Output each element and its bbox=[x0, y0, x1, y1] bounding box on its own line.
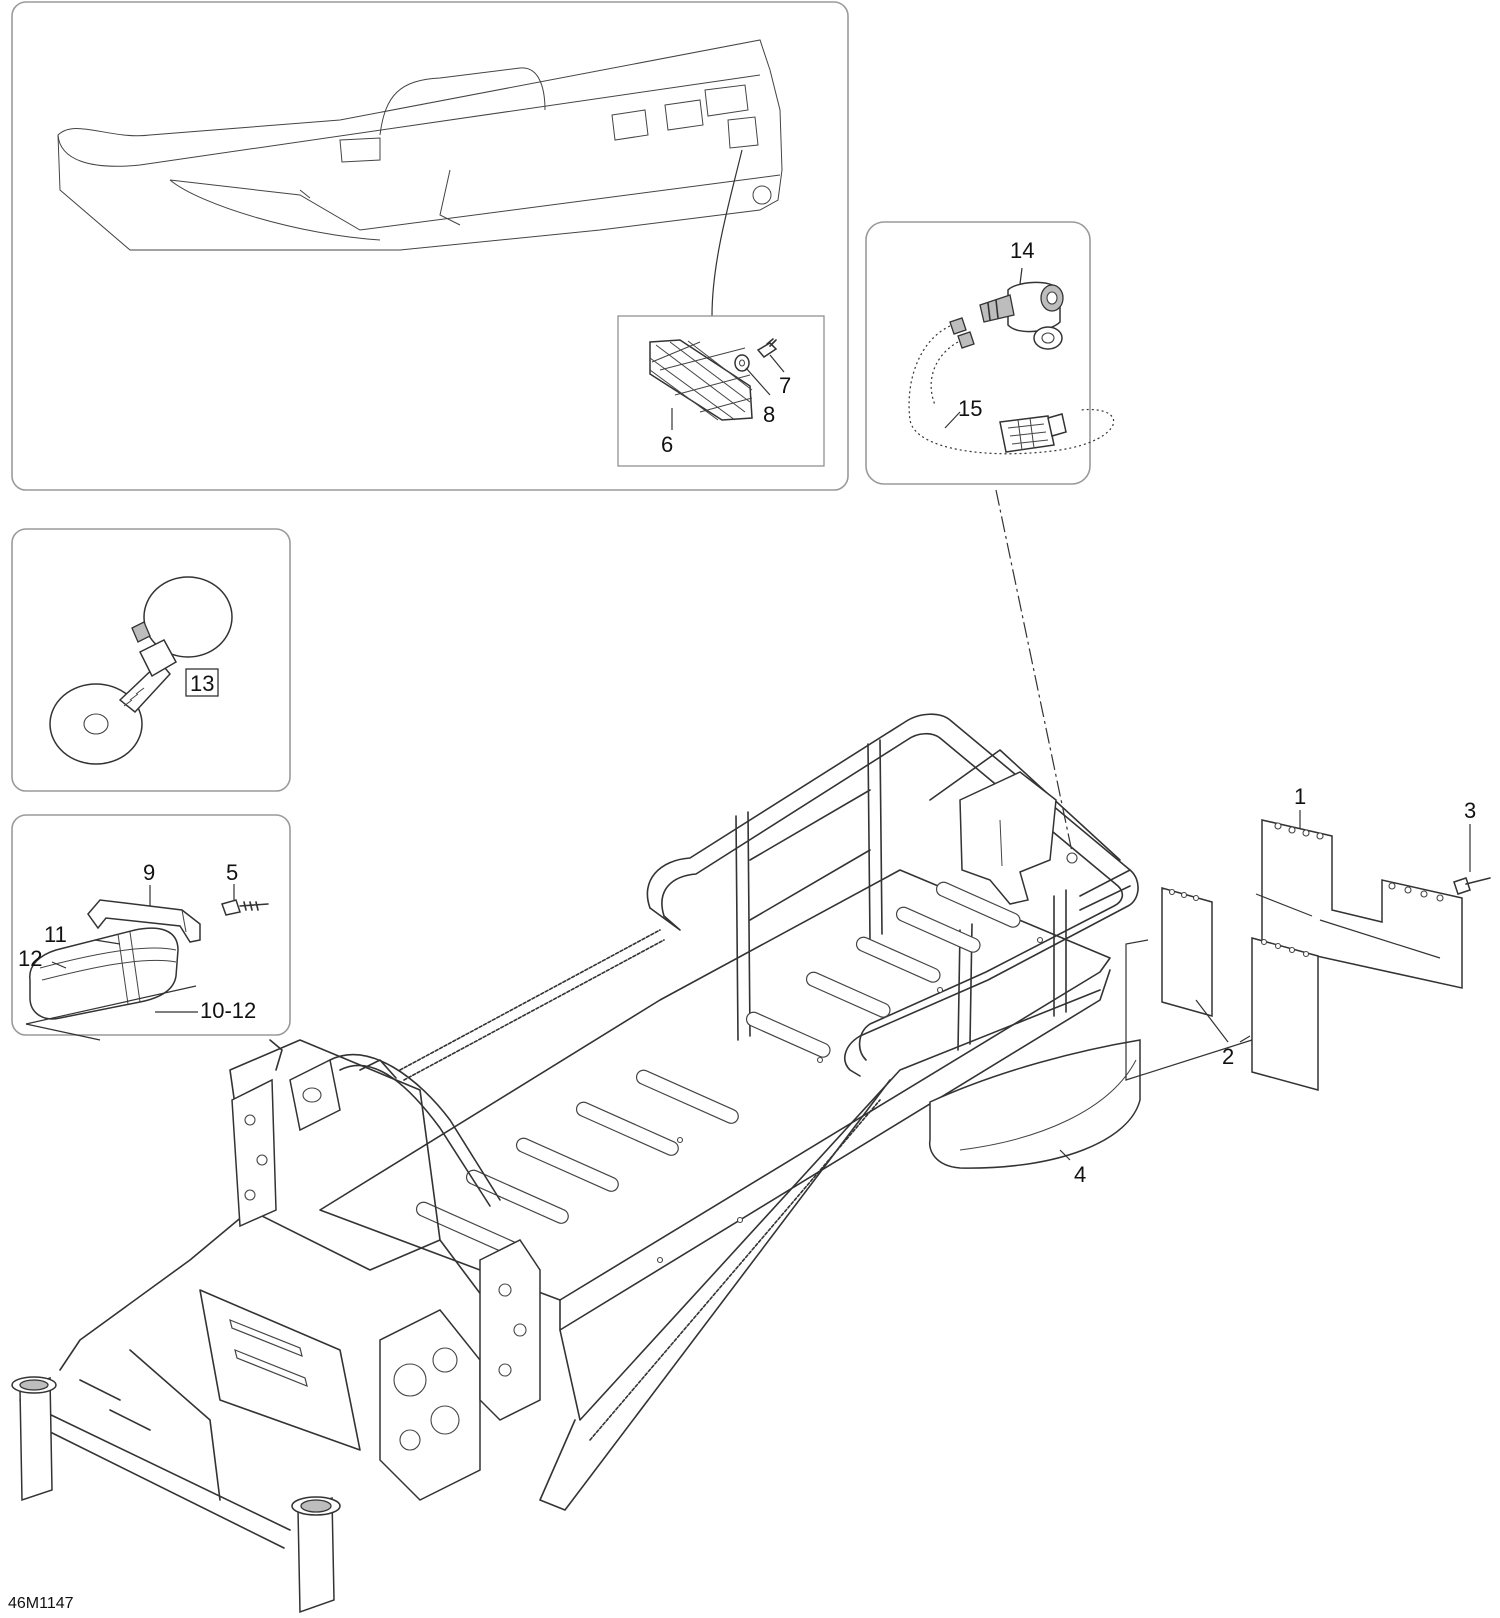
bracket-part-9 bbox=[87, 899, 201, 943]
frame-illustration bbox=[11, 713, 1141, 1614]
washer-part-8 bbox=[734, 354, 750, 372]
callout-11[interactable]: 11 bbox=[44, 922, 67, 947]
seat-illustration bbox=[57, 39, 783, 317]
wiring-harness-part-15 bbox=[908, 317, 1115, 455]
inset-bag-bracket: 9 5 11 12 10-12 bbox=[11, 814, 291, 1041]
mud-flap-part-1 bbox=[1261, 819, 1463, 989]
bag-part-10-12 bbox=[25, 927, 197, 1041]
callout-14[interactable]: 14 bbox=[1010, 238, 1034, 263]
callout-9[interactable]: 9 bbox=[143, 860, 155, 885]
left-spindle bbox=[11, 1376, 57, 1502]
inset-horn: 13 bbox=[11, 528, 291, 792]
ignition-leader-line bbox=[995, 489, 1073, 853]
callout-7[interactable]: 7 bbox=[779, 373, 791, 398]
reflector-detail-box: 6 8 7 bbox=[617, 315, 825, 467]
callout-4[interactable]: 4 bbox=[1074, 1162, 1086, 1187]
callout-6[interactable]: 6 bbox=[661, 432, 673, 457]
right-spindle bbox=[291, 1496, 341, 1614]
callout-3[interactable]: 3 bbox=[1464, 798, 1476, 823]
screw-part-7 bbox=[756, 338, 778, 358]
callout-13[interactable]: 13 bbox=[190, 671, 214, 696]
rear-mount-plate bbox=[959, 771, 1057, 905]
callout-2[interactable]: 2 bbox=[1222, 1044, 1234, 1069]
horn-part-13 bbox=[49, 576, 233, 765]
callout-12[interactable]: 12 bbox=[18, 946, 42, 971]
diagram-code: 46M1147 bbox=[8, 1595, 74, 1612]
front-frame bbox=[19, 1039, 541, 1549]
callout-8[interactable]: 8 bbox=[763, 402, 775, 427]
inset-ignition-harness: 14 15 bbox=[865, 221, 1115, 485]
cargo-deck bbox=[319, 869, 1111, 1331]
mud-flap-part-2-left bbox=[1161, 887, 1213, 1017]
callout-1[interactable]: 1 bbox=[1294, 784, 1306, 809]
callout-10-12[interactable]: 10-12 bbox=[200, 998, 256, 1023]
inset-seat-reflector: 6 8 7 bbox=[11, 1, 849, 491]
key-switch-part-14 bbox=[979, 281, 1064, 350]
callout-15[interactable]: 15 bbox=[958, 396, 982, 421]
callout-5[interactable]: 5 bbox=[226, 860, 238, 885]
reflector-part-6 bbox=[649, 339, 753, 421]
mud-flap-part-2-right bbox=[1251, 937, 1319, 1091]
screw-part-3 bbox=[1453, 877, 1491, 895]
screw-part-5 bbox=[221, 899, 269, 916]
side-skirt-part-4 bbox=[928, 1039, 1141, 1169]
callout-box-13 bbox=[185, 668, 219, 697]
